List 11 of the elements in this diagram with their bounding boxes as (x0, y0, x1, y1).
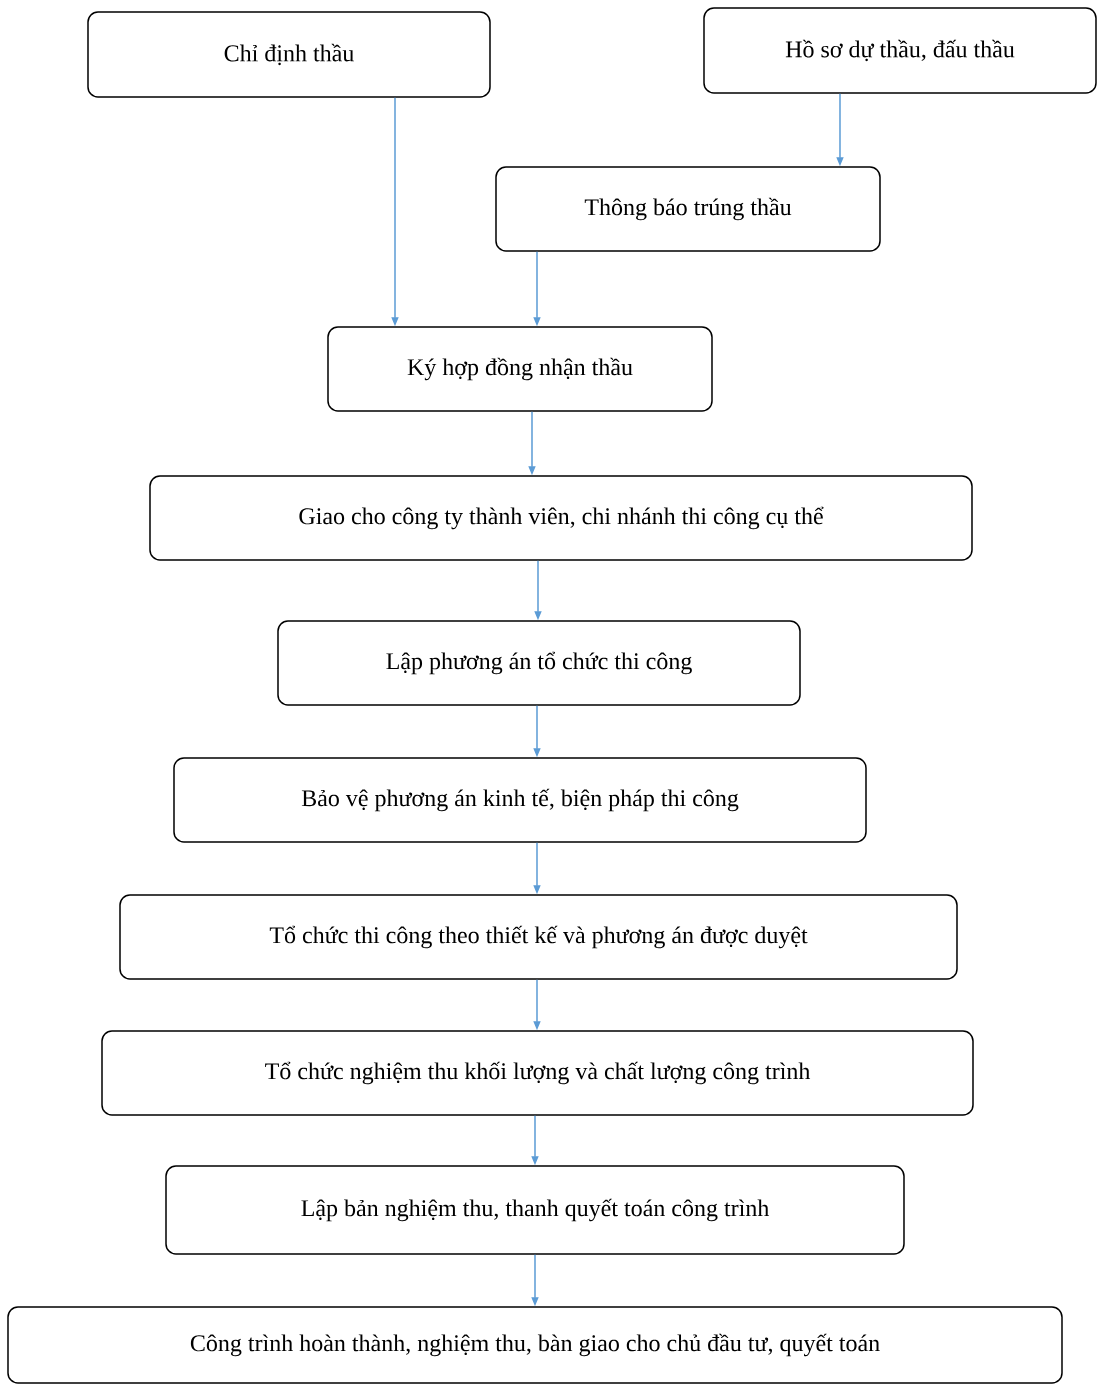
process-box: Lập bản nghiệm thu, thanh quyết toán công trình (165, 1165, 905, 1255)
process-box: Tổ chức thi công theo thiết kế và phương án được duyệt (119, 894, 958, 980)
process-box: Lập phương án tổ chức thi công (277, 620, 801, 706)
process-box: Hồ sơ dự thầu, đấu thầu (703, 7, 1097, 94)
process-box: Chỉ định thầu (87, 11, 491, 98)
process-box: Ký hợp đồng nhận thầu (327, 326, 713, 412)
process-box: Bảo vệ phương án kinh tế, biện pháp thi công (173, 757, 867, 843)
process-box: Thông báo trúng thầu (495, 166, 881, 252)
process-box: Tổ chức nghiệm thu khối lượng và chất lượng công trình (101, 1030, 974, 1116)
process-box: Giao cho công ty thành viên, chi nhánh thi công cụ thể (149, 475, 973, 561)
process-box: Công trình hoàn thành, nghiệm thu, bàn giao cho chủ đầu tư, quyết toán (7, 1306, 1063, 1384)
